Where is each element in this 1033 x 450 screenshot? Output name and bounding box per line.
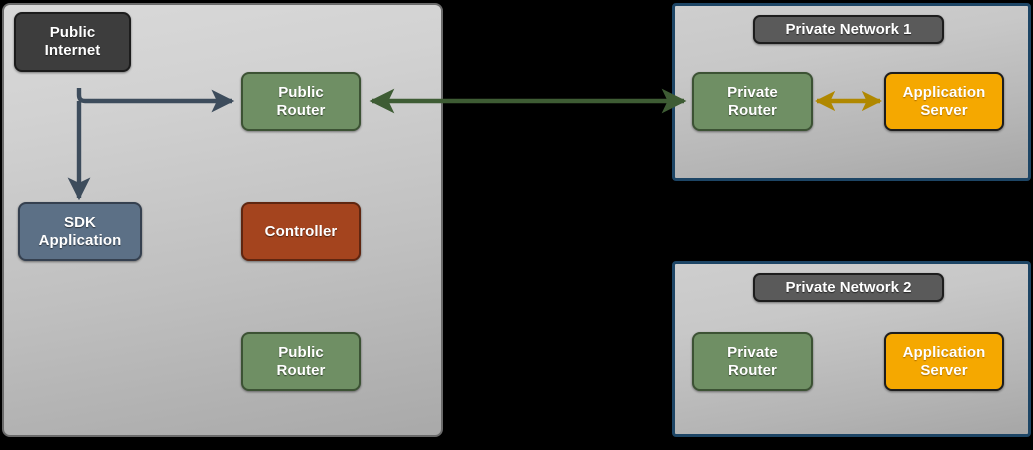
node-controller[interactable]: Controller [241,202,361,261]
private-network-2-title: Private Network 2 [753,273,944,302]
node-application-server-1[interactable]: Application Server [884,72,1004,131]
node-public-router-top[interactable]: Public Router [241,72,361,131]
node-application-server-2[interactable]: Application Server [884,332,1004,391]
node-public-router-bottom[interactable]: Public Router [241,332,361,391]
node-private-router-1[interactable]: Private Router [692,72,813,131]
node-sdk-application[interactable]: SDK Application [18,202,142,261]
private-network-1-title: Private Network 1 [753,15,944,44]
node-private-router-2[interactable]: Private Router [692,332,813,391]
node-public-internet[interactable]: Public Internet [14,12,131,72]
